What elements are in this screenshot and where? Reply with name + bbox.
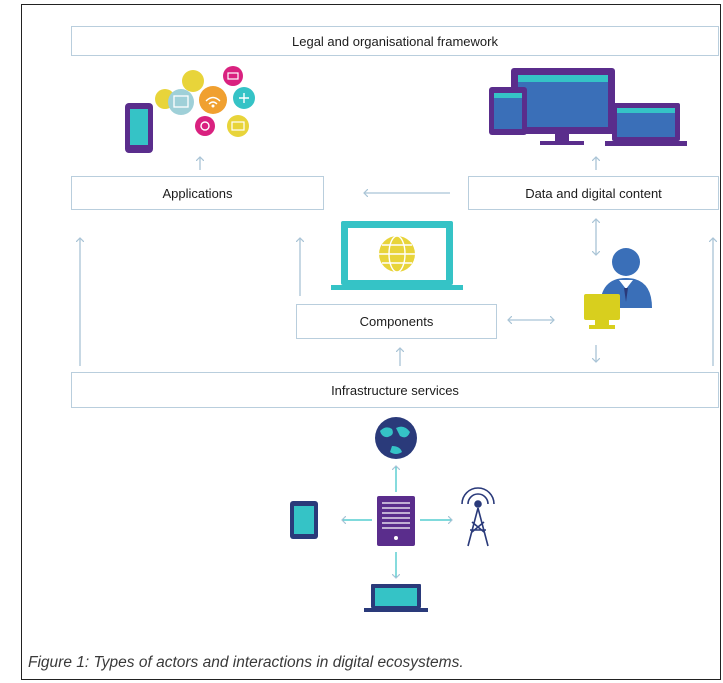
user-computer-icon bbox=[584, 248, 652, 329]
apps-bubbles-icon bbox=[125, 66, 255, 153]
server-icon bbox=[377, 496, 415, 546]
antenna-icon bbox=[461, 487, 495, 547]
applications-box: Applications bbox=[71, 176, 324, 210]
infrastructure-label: Infrastructure services bbox=[331, 382, 459, 398]
devices-icon bbox=[489, 68, 687, 146]
legal-framework-label: Legal and organisational framework bbox=[292, 33, 498, 49]
laptop-globe-icon bbox=[331, 221, 463, 290]
legal-framework-box: Legal and organisational framework bbox=[71, 26, 719, 56]
data-content-label: Data and digital content bbox=[525, 185, 662, 201]
infrastructure-box: Infrastructure services bbox=[71, 372, 719, 408]
laptop-icon bbox=[364, 584, 428, 612]
figure-frame bbox=[21, 4, 721, 680]
figure-caption: Figure 1: Types of actors and interactio… bbox=[28, 654, 464, 671]
globe-icon bbox=[375, 417, 417, 459]
tablet-icon bbox=[290, 501, 318, 539]
data-content-box: Data and digital content bbox=[468, 176, 719, 210]
applications-label: Applications bbox=[162, 185, 233, 201]
components-box: Components bbox=[296, 304, 497, 339]
components-label: Components bbox=[359, 314, 434, 329]
